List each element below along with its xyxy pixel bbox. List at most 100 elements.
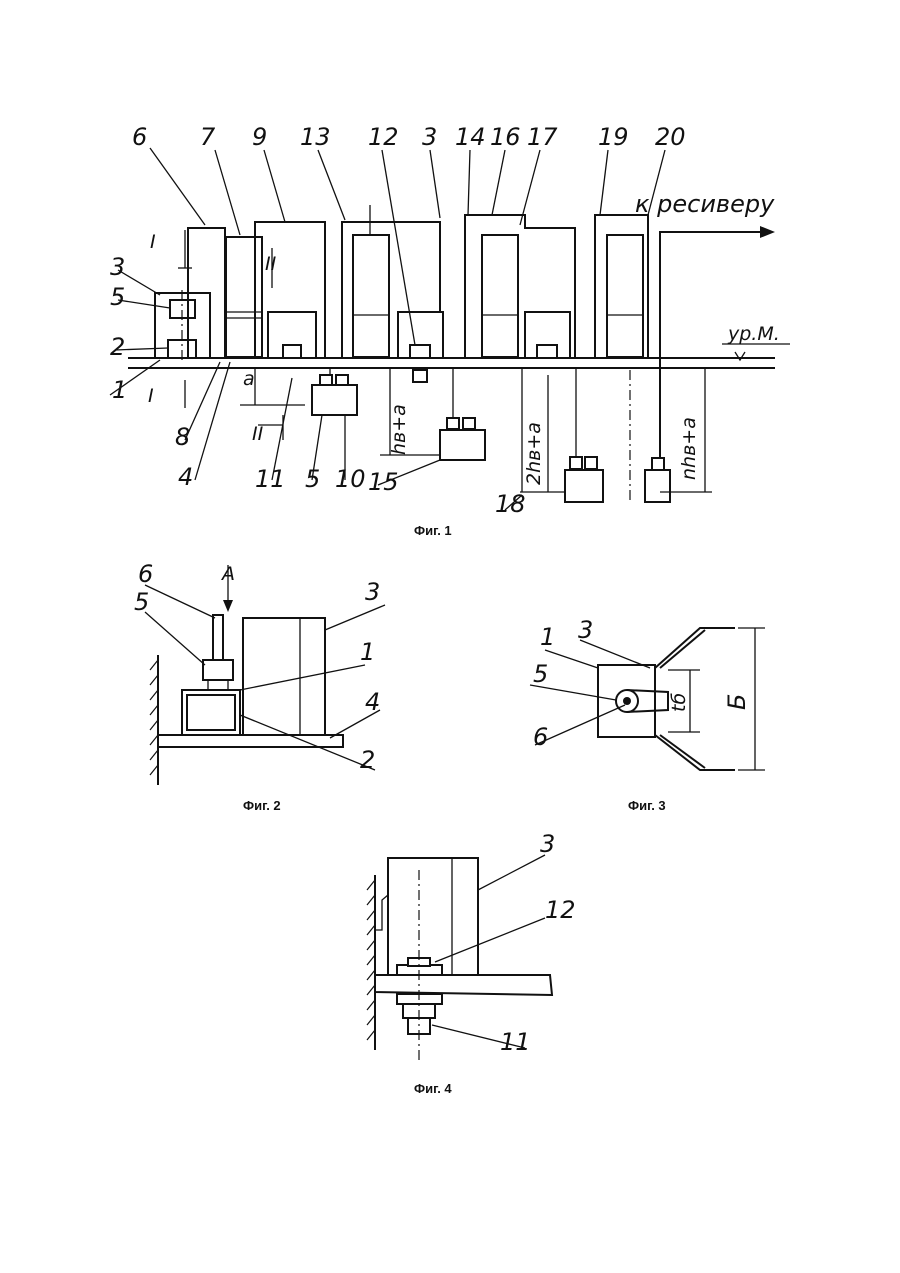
bin-3	[243, 618, 325, 735]
fig3-label-3: 3	[578, 616, 593, 644]
leader-3	[325, 605, 385, 630]
leader-3	[430, 150, 440, 218]
fig1-label-8: 8	[175, 423, 190, 451]
fig1-label-16: 16	[490, 123, 521, 151]
block-5	[203, 660, 233, 680]
leader-14	[468, 150, 470, 215]
arrow-receiver-icon	[760, 226, 775, 238]
fig1-label-2-left: 2	[110, 333, 125, 361]
fig2-caption: Фиг. 2	[243, 798, 281, 813]
fig1-label-7: 7	[200, 123, 216, 151]
fig2-label-6: 6	[138, 560, 153, 588]
valve-17	[537, 345, 557, 358]
fig2-view-mark: A	[220, 563, 235, 585]
dim-nhb-a: nhв+a	[678, 417, 700, 480]
leader-3	[478, 855, 545, 890]
fig4-label-12: 12	[545, 896, 576, 924]
leader-6	[150, 148, 205, 225]
cylinder-13	[353, 235, 389, 357]
fig1-caption: Фиг. 1	[414, 523, 452, 538]
arm-bottom-inner	[660, 735, 705, 768]
fig3-label-6: 6	[533, 723, 548, 751]
figure-1: 6 7 9 13 12 3 14 16 17 19 20 3 5 2 1 I I…	[110, 123, 790, 538]
leader-13	[318, 150, 345, 220]
valve-12	[410, 345, 430, 358]
fig1-label-20: 20	[655, 123, 686, 151]
fig3-dim-b: Б	[723, 694, 751, 710]
fig1-label-4: 4	[178, 463, 193, 491]
fig1-label-13: 13	[300, 123, 331, 151]
fig1-label-14: 14	[455, 123, 486, 151]
leader-19	[600, 150, 608, 215]
leader-7	[215, 150, 240, 235]
fig4-caption: Фиг. 4	[414, 1081, 452, 1096]
fig4-label-3: 3	[540, 830, 555, 858]
wall-hatch	[367, 880, 375, 1040]
figure-3: 1 3 5 6 Б tб Фиг. 3	[530, 616, 765, 813]
view-arrow-icon	[223, 600, 233, 612]
level-mark: ур.М.	[727, 323, 780, 345]
receiver-pipe	[660, 232, 760, 468]
fig1-label-1-left: 1	[112, 376, 127, 404]
tank-20	[645, 470, 670, 502]
fig1-label-6: 6	[132, 123, 147, 151]
fig1-section-i-bottom: I	[148, 385, 154, 407]
fig2-label-3: 3	[365, 578, 380, 606]
leader-17	[520, 150, 540, 225]
fig1-label-3-left: 3	[110, 253, 125, 281]
rod-6	[213, 615, 223, 660]
fig1-label-18: 18	[495, 490, 526, 518]
arm-top-inner	[660, 630, 705, 668]
tank-15	[440, 430, 485, 460]
fig1-label-5-left: 5	[110, 283, 125, 311]
leader-5	[145, 612, 205, 665]
box-inner	[187, 695, 235, 730]
tank-18-valve-b	[585, 457, 597, 469]
fig4-label-11: 11	[500, 1028, 531, 1056]
fig1-label-17: 17	[527, 123, 558, 151]
fig2-label-2: 2	[360, 746, 375, 774]
fig3-label-1: 1	[540, 623, 555, 651]
valve-9	[283, 345, 301, 358]
leader-6	[145, 585, 215, 618]
cylinder-19	[607, 235, 643, 357]
tank-15-valve-a	[447, 418, 459, 429]
fig1-label-11: 11	[255, 465, 286, 493]
figure-2: 6 5 3 1 4 2 A Фиг. 2	[134, 560, 385, 813]
fig1-label-5-bottom: 5	[305, 465, 320, 493]
fig1-dim-a: a	[243, 368, 255, 390]
fig1-label-10: 10	[335, 465, 366, 493]
fig3-dim-t: tб	[668, 693, 690, 712]
cylinder-17	[482, 235, 518, 357]
fig1-section-ii-top: II	[265, 253, 277, 275]
tank-10	[312, 385, 357, 415]
tank-18	[565, 470, 603, 502]
valve-12-lower	[413, 370, 427, 382]
leader-9	[264, 150, 285, 222]
bin-3-hook	[375, 895, 388, 930]
fig3-label-5: 5	[533, 660, 548, 688]
dim-2hb-a: 2hв+a	[523, 422, 545, 485]
fig3-caption: Фиг. 3	[628, 798, 666, 813]
fig1-section-ii-bottom: II	[252, 423, 264, 445]
tank-18-valve-a	[570, 457, 582, 469]
bolt-6	[623, 697, 631, 705]
tank-15-valve-b	[463, 418, 475, 429]
leader-16	[492, 150, 505, 215]
tank-10-valve-a	[320, 375, 332, 385]
fig1-label-3: 3	[422, 123, 437, 151]
fig2-label-5: 5	[134, 588, 149, 616]
wall-hatch	[150, 660, 158, 775]
figure-4: 3 12 11 Фиг. 4	[367, 830, 576, 1096]
cylinder-7	[226, 237, 262, 357]
fig2-label-4: 4	[365, 688, 380, 716]
tank-20-valve	[652, 458, 664, 470]
dim-hb-a: hв+a	[388, 404, 410, 455]
fig1-label-12: 12	[368, 123, 399, 151]
fig1-label-19: 19	[598, 123, 629, 151]
bin-3	[388, 858, 478, 975]
fig1-section-i-top: I	[150, 231, 156, 253]
fig1-label-15: 15	[368, 468, 399, 496]
